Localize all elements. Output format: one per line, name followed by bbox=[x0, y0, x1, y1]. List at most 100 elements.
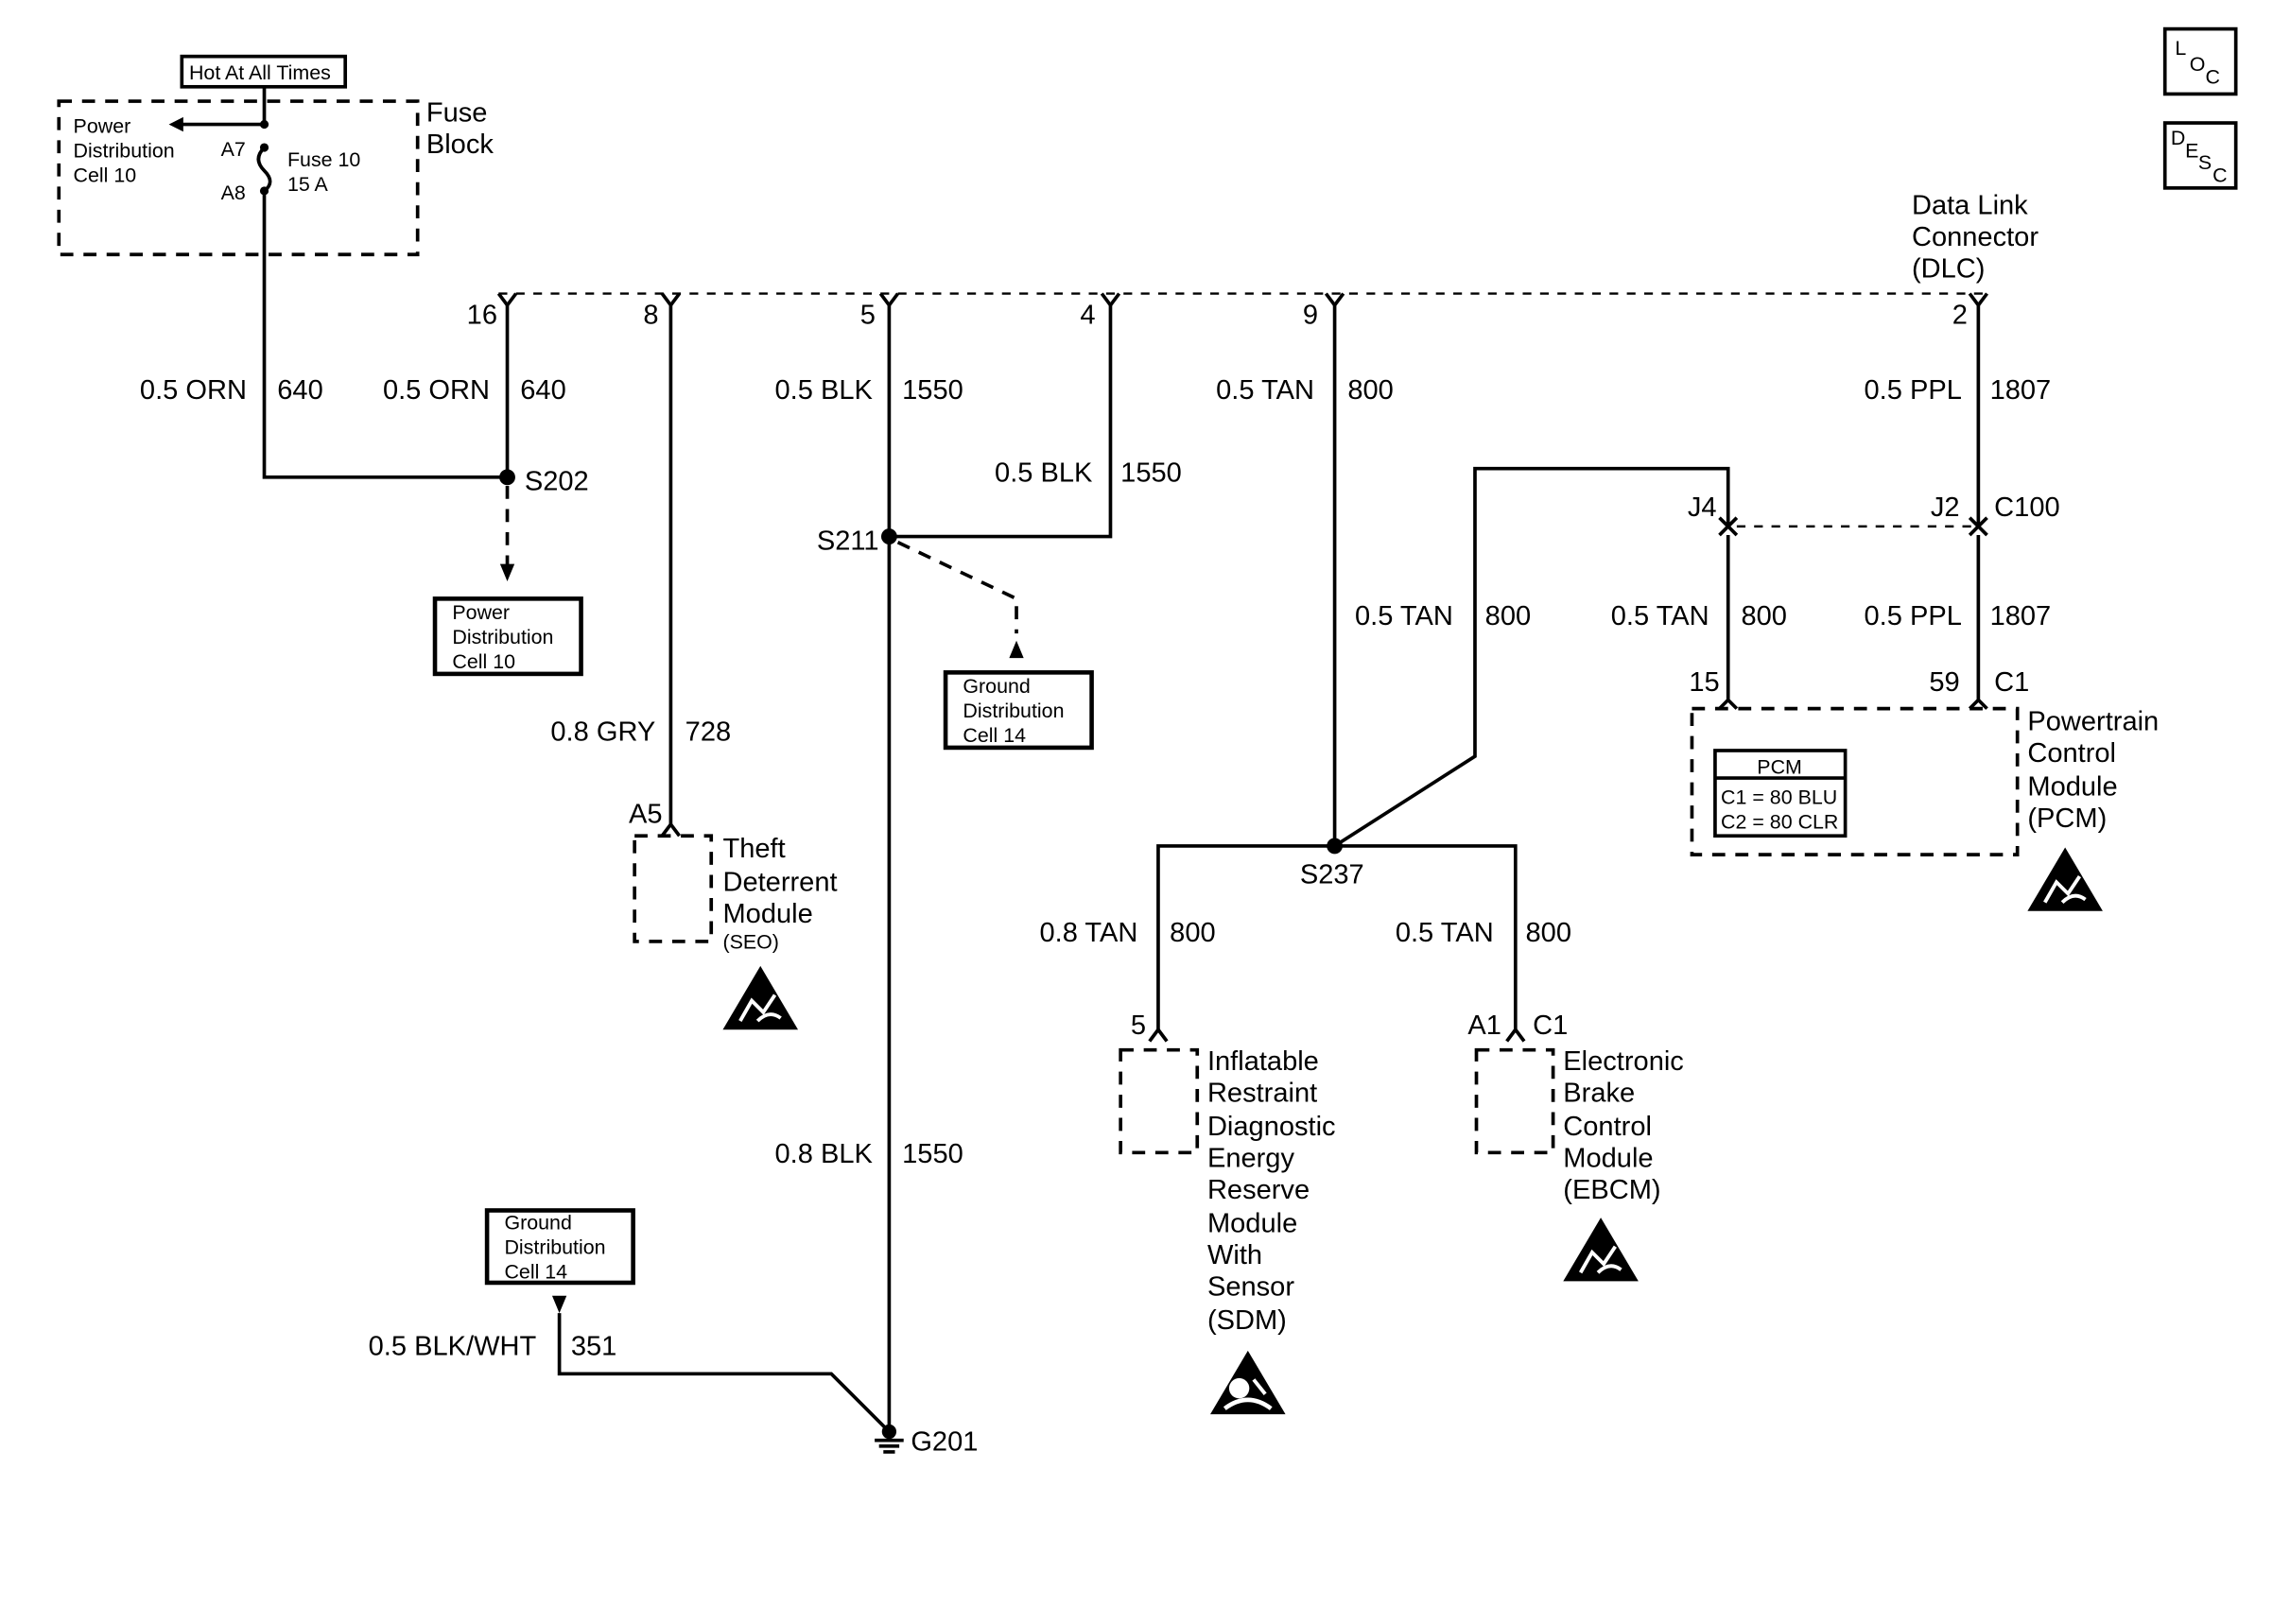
desc-e: E bbox=[2185, 140, 2198, 163]
sdm-title-1: Inflatable bbox=[1207, 1046, 1319, 1077]
pcm-pin-59: 59 bbox=[1929, 667, 1959, 698]
c100-pin-j4: J4 bbox=[1688, 492, 1717, 523]
ground-label: G201 bbox=[911, 1426, 978, 1457]
sdm-module[interactable] bbox=[1119, 1047, 1200, 1155]
wire-size-dlc2: 0.5 PPL bbox=[1865, 375, 1962, 406]
ref-ground-b-3: Cell 14 bbox=[504, 1260, 567, 1283]
dlc-pin-8: 8 bbox=[643, 301, 658, 331]
ref-ground-b-2: Distribution bbox=[504, 1235, 605, 1258]
sdm-title-6: Module bbox=[1207, 1208, 1297, 1238]
wire-circuit-ebcm: 800 bbox=[1526, 918, 1571, 948]
ebcm-title-3: Control bbox=[1563, 1112, 1652, 1142]
esd-warning-icon bbox=[1561, 1216, 1640, 1284]
fuse-rating: 15 A bbox=[287, 173, 329, 196]
fuse-block-title-1: Fuse bbox=[426, 98, 488, 129]
connector-c100: J4 J2 C100 bbox=[1688, 492, 2060, 537]
wire-size-dlc5: 0.5 BLK bbox=[775, 375, 874, 406]
loc-button[interactable]: L O C bbox=[2162, 26, 2238, 96]
splice-s237-label: S237 bbox=[1300, 860, 1364, 890]
wire-circuit-dlc16: 640 bbox=[520, 375, 565, 406]
desc-c: C bbox=[2212, 164, 2227, 187]
splice-s211-label: S211 bbox=[817, 526, 879, 556]
wire-circuit-dlc2: 1807 bbox=[1990, 375, 2052, 406]
theft-title-3: Module bbox=[722, 899, 812, 929]
wire-circuit-dlc5: 1550 bbox=[902, 375, 963, 406]
desc-s: S bbox=[2198, 151, 2212, 174]
sdm-pin: 5 bbox=[1131, 1011, 1146, 1041]
ebcm-pin: A1 bbox=[1467, 1011, 1501, 1041]
wire-size-s237-up: 0.5 TAN bbox=[1355, 601, 1453, 631]
dlc-pin-9: 9 bbox=[1303, 301, 1318, 331]
data-link-connector: Data Link Connector (DLC) 16 8 5 4 9 2 bbox=[467, 190, 2039, 330]
airbag-warning-icon bbox=[1210, 1351, 1286, 1414]
power-dist-label-3: Cell 10 bbox=[74, 164, 137, 187]
sdm-title-5: Reserve bbox=[1207, 1175, 1310, 1205]
power-dist-label-2: Distribution bbox=[74, 140, 175, 163]
wire-size-351: 0.5 BLK/WHT bbox=[369, 1331, 537, 1361]
hot-label: Hot At All Times bbox=[189, 61, 331, 84]
theft-title-1: Theft bbox=[722, 834, 785, 864]
sdm-title-2: Restraint bbox=[1207, 1079, 1317, 1109]
pcm-outline bbox=[1690, 706, 2020, 856]
pin-a8: A8 bbox=[221, 181, 246, 204]
wire-circuit-pcm59: 1807 bbox=[1990, 601, 2052, 631]
wire-circuit-sdm: 800 bbox=[1170, 918, 1215, 948]
sdm-title-7: With bbox=[1207, 1240, 1262, 1270]
pcm-connector: C1 bbox=[1994, 667, 2029, 698]
ref-power-dist-3: Cell 10 bbox=[452, 650, 515, 673]
ref-ground-a-3: Cell 14 bbox=[963, 724, 1026, 747]
pcm-title-4: (PCM) bbox=[2027, 803, 2107, 834]
ref-ground-a-1: Ground bbox=[963, 675, 1030, 698]
ebcm-module[interactable] bbox=[1474, 1047, 1555, 1155]
arrow-down-icon bbox=[499, 563, 515, 581]
ebcm-title-4: Module bbox=[1563, 1144, 1653, 1174]
wire-circuit-s237-up: 800 bbox=[1485, 601, 1531, 631]
wire-size-ground: 0.8 BLK bbox=[775, 1139, 874, 1169]
sdm-title-8: Sensor bbox=[1207, 1272, 1294, 1303]
arrow-down-icon bbox=[551, 1295, 567, 1314]
fuse-block-title-2: Block bbox=[426, 130, 495, 160]
loc-l: L bbox=[2175, 37, 2186, 60]
power-dist-label-1: Power bbox=[74, 115, 131, 138]
ref-power-distribution[interactable] bbox=[432, 596, 583, 677]
dlc-pin-4: 4 bbox=[1080, 301, 1095, 331]
wire-size-pcm59: 0.5 PPL bbox=[1865, 601, 1962, 631]
theft-pin: A5 bbox=[629, 799, 663, 829]
power-arrow-icon bbox=[168, 116, 183, 132]
ebcm-title-2: Brake bbox=[1563, 1079, 1635, 1109]
fuse-name: Fuse 10 bbox=[287, 148, 360, 171]
pcm-title-2: Control bbox=[2027, 738, 2116, 769]
esd-warning-icon bbox=[2025, 845, 2105, 913]
powertrain-control-module[interactable]: 15 59 C1 PCM C1 = 80 BLU C2 = 80 CLR Pow… bbox=[1689, 667, 2159, 913]
wire-size-pcm15: 0.5 TAN bbox=[1611, 601, 1709, 631]
wire-circuit-theft: 728 bbox=[685, 717, 731, 747]
ref-ground-distribution-a[interactable] bbox=[943, 670, 1094, 751]
wire-size-ebcm: 0.5 TAN bbox=[1396, 918, 1494, 948]
pcm-inset-title: PCM bbox=[1757, 755, 1802, 778]
pcm-pin-15: 15 bbox=[1689, 667, 1719, 698]
dlc-title-1: Data Link bbox=[1912, 190, 2028, 220]
desc-button[interactable]: D E S C bbox=[2162, 121, 2238, 190]
ebcm-connector: C1 bbox=[1533, 1011, 1568, 1041]
desc-d: D bbox=[2171, 127, 2185, 149]
theft-sub: (SEO) bbox=[722, 931, 778, 954]
loc-o: O bbox=[2190, 53, 2206, 76]
wire-size-sdm: 0.8 TAN bbox=[1040, 918, 1138, 948]
wire-circuit-351: 351 bbox=[571, 1331, 616, 1361]
splice-s202-label: S202 bbox=[525, 467, 589, 497]
theft-deterrent-module[interactable] bbox=[633, 834, 714, 943]
splice-s211 bbox=[880, 528, 897, 544]
wire-size-dlc16: 0.5 ORN bbox=[383, 375, 490, 406]
wire-size-theft: 0.8 GRY bbox=[550, 717, 655, 747]
ebcm-title-5: (EBCM) bbox=[1563, 1175, 1660, 1205]
ref-ground-distribution-b[interactable] bbox=[484, 1208, 635, 1286]
sdm-title-3: Diagnostic bbox=[1207, 1112, 1336, 1142]
ref-power-dist-2: Distribution bbox=[452, 626, 553, 648]
wire-size-dlc4: 0.5 BLK bbox=[995, 458, 1093, 488]
ref-power-dist-1: Power bbox=[452, 601, 510, 624]
esd-warning-icon bbox=[720, 964, 800, 1032]
theft-title-2: Deterrent bbox=[722, 867, 837, 897]
dlc-title-2: Connector bbox=[1912, 222, 2039, 252]
dlc-pin-5: 5 bbox=[860, 301, 876, 331]
